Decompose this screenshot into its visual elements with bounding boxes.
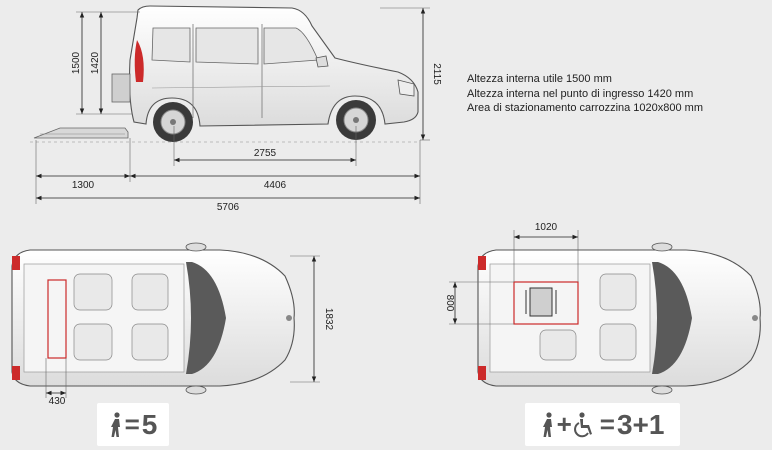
dim-wheelchair-length: 1020: [535, 222, 558, 233]
capacity-wheelchair: + = 3+1: [525, 403, 680, 446]
wheelchair-icon: [573, 411, 598, 438]
dim-total-length: 5706: [217, 202, 240, 213]
capacity-passengers: = 5: [97, 403, 169, 446]
dim-width: 1832: [323, 308, 334, 331]
dim-h-interior: 1500: [71, 51, 82, 74]
person-icon: [109, 411, 123, 438]
dim-car-length: 4406: [264, 180, 287, 191]
dim-h-total: 2115: [431, 63, 442, 85]
equals-sign: =: [124, 409, 140, 439]
spec-interior-height: Altezza interna utile 1500 mm: [467, 73, 612, 85]
dim-h-entry: 1420: [90, 51, 101, 74]
plus-sign: +: [556, 409, 572, 439]
side-dimensions: [35, 7, 430, 204]
passenger-count: 5: [141, 408, 158, 440]
top-view-passenger: [11, 242, 295, 395]
dim-wheelbase: 2755: [254, 148, 277, 159]
dim-ramp: 1300: [72, 180, 95, 191]
equals-sign: =: [599, 409, 615, 439]
person-icon: [541, 411, 555, 438]
spec-entry-height: Altezza interna nel punto di ingresso 14…: [467, 87, 694, 100]
spec-notes: Altezza interna utile 1500 mm Altezza in…: [467, 72, 703, 116]
top-left-dimensions: [45, 255, 320, 398]
top-right-dimensions: [449, 230, 579, 325]
dim-wheelchair-width: 800: [444, 295, 455, 312]
seat-count: 3+1: [616, 408, 665, 440]
side-view-van: [30, 5, 420, 143]
spec-wheelchair-area: Area di stazionamento carrozzina 1020x80…: [467, 102, 704, 114]
dim-ramp-width: 430: [49, 396, 66, 407]
top-view-wheelchair: [477, 242, 761, 395]
